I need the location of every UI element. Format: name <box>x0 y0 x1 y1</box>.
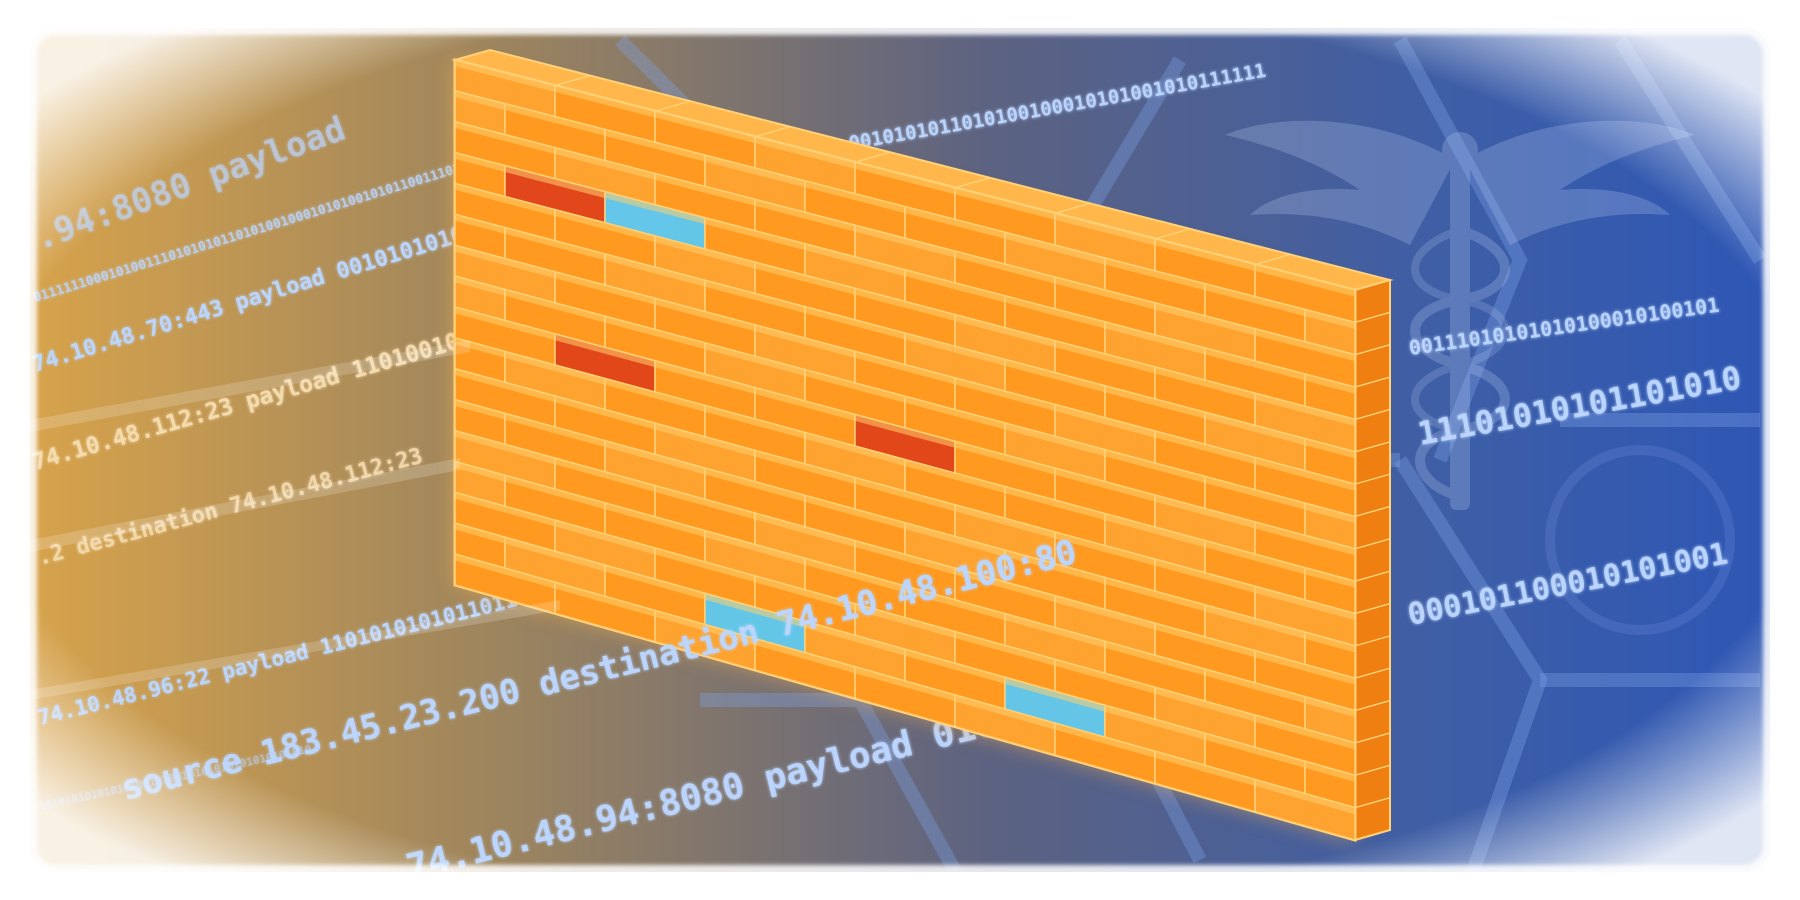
firewall-illustration: .94:8080 payload011111100010100111010101… <box>23 21 1777 879</box>
background-panel: .94:8080 payload011111100010100111010101… <box>30 28 1770 872</box>
